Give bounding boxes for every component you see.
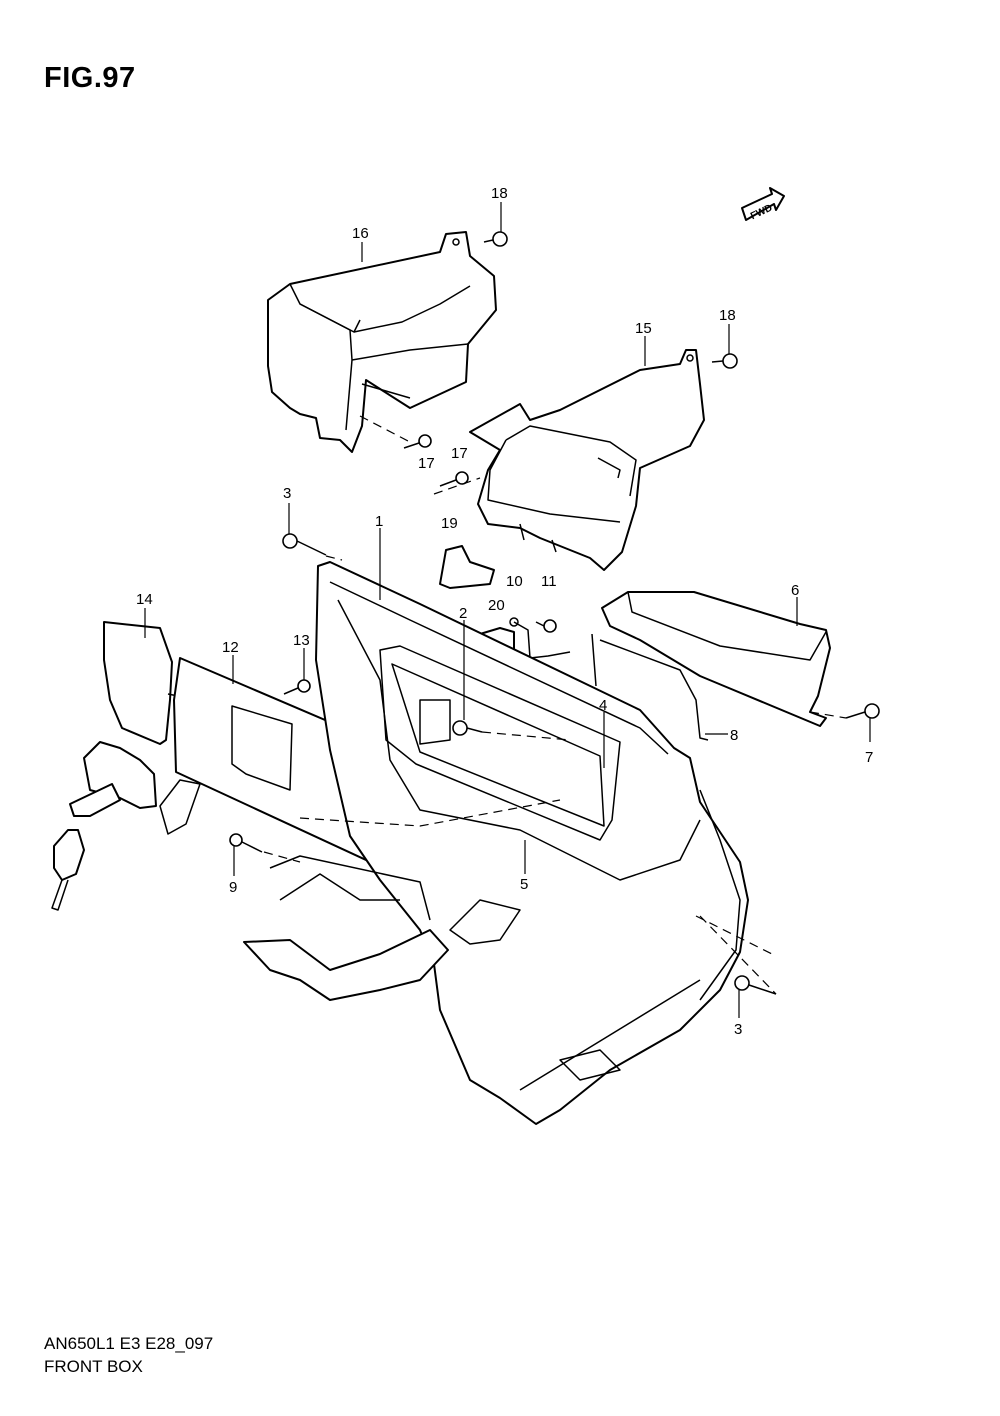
screw-3-bottom <box>734 975 777 995</box>
screw-3-top <box>282 533 327 556</box>
screw-9 <box>229 833 263 853</box>
part-8-seal <box>591 633 709 741</box>
callout-4: 4 <box>599 697 607 714</box>
part-1-frame <box>315 561 749 1125</box>
callout-13: 13 <box>293 632 310 649</box>
callout-12: 12 <box>222 639 239 656</box>
callout-18: 18 <box>719 307 736 324</box>
screw-17-right <box>439 471 469 487</box>
callout-2: 2 <box>459 605 467 622</box>
callout-5: 5 <box>520 876 528 893</box>
callout-6: 6 <box>791 582 799 599</box>
screw-2 <box>452 720 483 736</box>
callout-17: 17 <box>418 455 435 472</box>
callout-3: 3 <box>734 1021 742 1038</box>
callout-19: 19 <box>441 515 458 532</box>
screw-18-left <box>483 231 508 247</box>
assembly-lines <box>263 415 847 995</box>
part-6-cover <box>601 591 831 727</box>
screw-13 <box>283 679 311 695</box>
callout-14: 14 <box>136 591 153 608</box>
key-lock-assembly <box>51 741 201 911</box>
callout-17: 17 <box>451 445 468 462</box>
callout-7: 7 <box>865 749 873 766</box>
fwd-arrow-icon: FWD <box>741 187 785 222</box>
callout-15: 15 <box>635 320 652 337</box>
callout-1: 1 <box>375 513 383 530</box>
figure-code: AN650L1 E3 E28_097 <box>44 1334 214 1353</box>
callout-9: 9 <box>229 879 237 896</box>
figure-title: FIG.97 <box>44 62 136 94</box>
callout-20: 20 <box>488 597 505 614</box>
figure-name: FRONT BOX <box>44 1357 143 1376</box>
screw-11 <box>535 619 557 633</box>
part-19-clip <box>439 545 495 589</box>
callout-18: 18 <box>491 185 508 202</box>
part-16-duct <box>267 231 497 453</box>
screw-17-left <box>403 434 432 449</box>
screw-7 <box>845 703 880 719</box>
callout-11: 11 <box>541 573 557 590</box>
part-14-lid <box>103 621 179 745</box>
screw-18-right <box>711 353 738 369</box>
leader-lines <box>144 202 871 1018</box>
callout-16: 16 <box>352 225 369 242</box>
part-9-bracket <box>243 855 449 1001</box>
callout-3: 3 <box>283 485 291 502</box>
callouts: 18 16 15 18 17 17 3 1 19 10 11 6 14 20 2… <box>136 185 873 1038</box>
callout-8: 8 <box>730 727 738 744</box>
callout-10: 10 <box>506 573 523 590</box>
part-15-duct <box>469 349 705 571</box>
